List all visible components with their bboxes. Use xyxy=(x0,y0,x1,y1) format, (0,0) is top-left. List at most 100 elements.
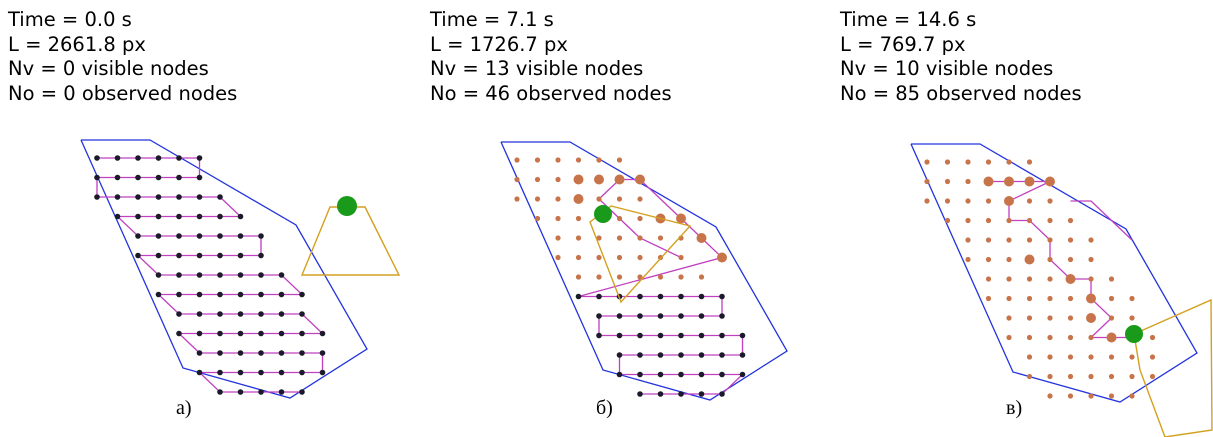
panel-b-observed-node xyxy=(596,235,602,241)
panel-b-observed-node xyxy=(616,215,623,222)
panel-c-observed-node xyxy=(965,198,971,204)
panel-a-unvisited-node xyxy=(258,252,264,259)
panel-c-observed-node xyxy=(1149,334,1156,341)
panel-a: Time = 0.0 s L = 2661.8 px Nv = 0 visibl… xyxy=(0,0,400,437)
panel-c-observed-node xyxy=(1067,315,1074,321)
panel-c-observed-node xyxy=(1067,237,1074,243)
panel-b-unvisited-node xyxy=(719,371,725,378)
panel-c-observed-node xyxy=(1047,354,1053,360)
panel-c-observed-node xyxy=(965,256,971,263)
panel-b-unvisited-node xyxy=(616,313,623,319)
panel-b-region-boundary xyxy=(500,141,788,401)
panel-b-observed-node xyxy=(534,157,541,163)
panel-c-observed-node xyxy=(924,198,930,204)
panel-a-time: Time = 0.0 s xyxy=(8,8,132,31)
panel-c-observed-node xyxy=(1088,256,1094,263)
panel-b-length: L = 1726.7 px xyxy=(430,32,568,56)
panel-a-unvisited-node xyxy=(237,369,244,376)
panel-c-observed-node xyxy=(1088,393,1094,399)
panel-b-observed-node xyxy=(514,157,520,163)
panel-a-unvisited-node xyxy=(94,155,100,161)
panel-c-observed-node xyxy=(1047,373,1053,380)
panel-a-unvisited-node xyxy=(217,330,223,337)
panel-c-visible-node xyxy=(1065,274,1076,284)
panel-a-unvisited-node xyxy=(176,174,182,181)
panel-c-observed-node xyxy=(1108,373,1115,380)
panel-c-observed-node xyxy=(1047,276,1053,282)
panel-b-observed-node xyxy=(596,274,602,280)
panel-c-observed-node xyxy=(1067,295,1074,302)
panel-b-unvisited-node xyxy=(637,371,643,378)
panel-c-visible-node xyxy=(983,176,994,187)
panel-c-observed-node xyxy=(1129,315,1135,321)
panel-b-unvisited-node xyxy=(739,352,746,358)
panel-c-observed-node xyxy=(924,178,930,185)
panel-c-observed-node xyxy=(1067,393,1074,399)
panel-a-unvisited-node xyxy=(217,350,223,356)
panel-a-unvisited-node xyxy=(155,252,162,259)
panel-a-unvisited-node xyxy=(176,213,182,220)
panel-c-observed-node xyxy=(1026,237,1033,243)
panel-c-observed-node xyxy=(1026,276,1033,282)
panel-b-unvisited-node xyxy=(739,371,746,378)
panel-a-unvisited-node xyxy=(237,311,244,317)
panel-a-unvisited-node xyxy=(155,174,162,181)
panel-a-unvisited-node xyxy=(217,272,223,278)
panel-c-caption: в) xyxy=(1006,397,1023,419)
panel-c-observed-node xyxy=(985,237,992,243)
panel-a-unvisited-node xyxy=(217,311,223,317)
panel-a-unvisited-node xyxy=(278,311,285,317)
panel-b-unvisited-node xyxy=(657,371,664,378)
panel-b-unvisited-node xyxy=(678,332,684,339)
panel-c-observed-node xyxy=(985,276,992,282)
panel-a-unvisited-node xyxy=(237,252,244,259)
panel-c-observed-node xyxy=(1047,256,1053,263)
panel-c-observed-node xyxy=(1088,276,1094,282)
panel-b-observed-node xyxy=(575,235,582,241)
panel-c-observed-node xyxy=(1026,217,1033,224)
panel-c-observed-node xyxy=(965,178,971,185)
panel-c-observed-node xyxy=(944,159,951,165)
panel-c-observed-node xyxy=(1047,198,1053,204)
panel-b-unvisited-node xyxy=(596,293,602,300)
panel-a-unvisited-node xyxy=(278,350,285,356)
panel-a-unvisited-node xyxy=(114,213,121,220)
panel-c-observed-node xyxy=(1088,354,1094,360)
panel-c-region-boundary xyxy=(910,143,1198,403)
panel-c-observed-node xyxy=(1149,354,1156,360)
panel-b-visible-node xyxy=(696,233,707,243)
panel-a-region-boundary xyxy=(80,139,368,399)
panel-a-unvisited-node xyxy=(278,369,285,376)
panel-c-observed-node xyxy=(985,198,992,204)
panel-c-field-of-view xyxy=(1133,298,1213,437)
panel-c-observed-node xyxy=(1129,393,1135,399)
panel-a-unvisited-node xyxy=(237,330,244,337)
panel-a-unvisited-node xyxy=(176,155,182,161)
panel-a-unvisited-node xyxy=(94,194,100,200)
panel-a-unvisited-node xyxy=(258,350,264,356)
panel-c-observed-node xyxy=(965,217,971,224)
panel-b-observed: No = 46 observed nodes xyxy=(430,81,672,105)
panel-a-unvisited-node xyxy=(237,350,244,356)
panel-c-observed-node xyxy=(1026,334,1033,341)
panel-a-unvisited-node xyxy=(299,311,305,317)
panel-b-observed-node xyxy=(637,274,643,280)
panel-c-observed: No = 85 observed nodes xyxy=(840,81,1082,105)
panel-c-observed-node xyxy=(1047,237,1053,243)
panel-b-unvisited-node xyxy=(719,391,725,397)
panel-c-observed-node xyxy=(965,159,971,165)
panel-b-unvisited-node xyxy=(657,332,664,339)
panel-b-unvisited-node xyxy=(719,332,725,339)
panel-c-observed-node xyxy=(1006,159,1012,165)
panel-a-visible: Nv = 0 visible nodes xyxy=(8,57,209,80)
panel-b-visible-node xyxy=(594,174,604,185)
panel-a-unvisited-node xyxy=(319,330,326,337)
panel-b-observed-node xyxy=(637,235,643,241)
panel-a-unvisited-node xyxy=(196,330,203,337)
panel-c-visible-node xyxy=(1045,176,1055,187)
panel-b-unvisited-node xyxy=(719,293,725,300)
panel-a-unvisited-node xyxy=(258,311,264,317)
panel-b-observed-node xyxy=(678,254,684,261)
panel-a-unvisited-node xyxy=(278,291,285,298)
panel-c-observed-node xyxy=(1026,373,1033,380)
